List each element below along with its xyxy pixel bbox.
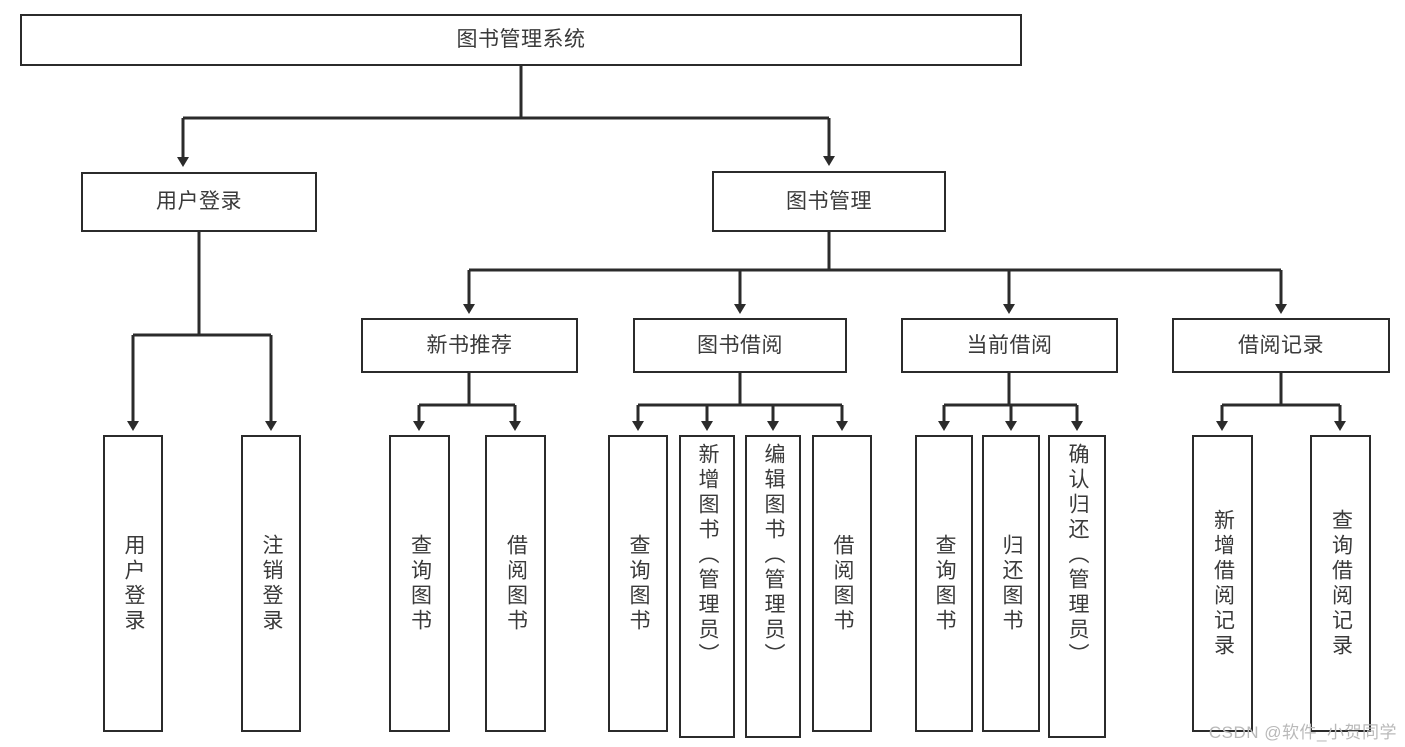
node-label: 查询借阅记录 xyxy=(1329,508,1353,659)
node-leaf-confirm-return[interactable]: 确认归还（管理员） xyxy=(1048,435,1106,738)
node-leaf-return-book[interactable]: 归还图书 xyxy=(982,435,1040,732)
node-label: 新增借阅记录 xyxy=(1211,508,1235,659)
node-leaf-add-book[interactable]: 新增图书（管理员） xyxy=(679,435,735,738)
edges-user-login xyxy=(127,232,277,431)
node-label: 查询图书 xyxy=(933,533,957,634)
node-label: 查询图书 xyxy=(408,533,432,634)
node-leaf-user-login[interactable]: 用户登录 xyxy=(103,435,163,732)
node-current-borrow[interactable]: 当前借阅 xyxy=(901,318,1118,373)
node-label: 图书借阅 xyxy=(697,333,783,357)
node-label: 归还图书 xyxy=(1000,533,1024,634)
edges-book-borrow xyxy=(632,373,848,431)
edges-root xyxy=(177,66,835,167)
node-leaf-query-book-current[interactable]: 查询图书 xyxy=(915,435,973,732)
node-label: 图书管理 xyxy=(786,189,872,213)
node-label: 编辑图书（管理员） xyxy=(762,443,786,668)
edges-current-borrow xyxy=(938,373,1083,431)
node-leaf-query-book-recommend[interactable]: 查询图书 xyxy=(389,435,450,732)
node-label: 新增图书（管理员） xyxy=(696,443,720,668)
node-book-management[interactable]: 图书管理 xyxy=(712,171,946,232)
node-label: 当前借阅 xyxy=(966,333,1053,357)
node-label: 新书推荐 xyxy=(426,333,513,357)
node-leaf-query-borrow-record[interactable]: 查询借阅记录 xyxy=(1310,435,1371,732)
node-book-borrow[interactable]: 图书借阅 xyxy=(633,318,847,373)
node-leaf-query-book-borrow[interactable]: 查询图书 xyxy=(608,435,668,732)
node-label: 查询图书 xyxy=(627,533,651,634)
node-label: 确认归还（管理员） xyxy=(1066,443,1090,668)
edges-book-management xyxy=(463,232,1287,314)
node-label: 注销登录 xyxy=(260,533,284,634)
csdn-watermark: CSDN @软件_小贺同学 xyxy=(1208,723,1397,742)
node-leaf-borrow-book-recommend[interactable]: 借阅图书 xyxy=(485,435,546,732)
node-label: 借阅图书 xyxy=(504,533,528,634)
edges-new-book-recommend xyxy=(413,373,521,431)
node-label: 用户登录 xyxy=(156,190,242,214)
node-leaf-user-logout[interactable]: 注销登录 xyxy=(241,435,301,732)
node-borrow-record[interactable]: 借阅记录 xyxy=(1172,318,1390,373)
node-user-login[interactable]: 用户登录 xyxy=(81,172,317,232)
node-label: 图书管理系统 xyxy=(456,28,586,52)
node-leaf-edit-book[interactable]: 编辑图书（管理员） xyxy=(745,435,801,738)
node-root-system[interactable]: 图书管理系统 xyxy=(20,14,1022,66)
node-label: 借阅图书 xyxy=(831,533,855,634)
node-label: 用户登录 xyxy=(122,533,146,634)
edges-borrow-record xyxy=(1216,373,1346,431)
node-leaf-add-borrow-record[interactable]: 新增借阅记录 xyxy=(1192,435,1253,732)
node-new-book-recommend[interactable]: 新书推荐 xyxy=(361,318,578,373)
node-label: 借阅记录 xyxy=(1238,333,1324,357)
node-leaf-borrow-book[interactable]: 借阅图书 xyxy=(812,435,872,732)
